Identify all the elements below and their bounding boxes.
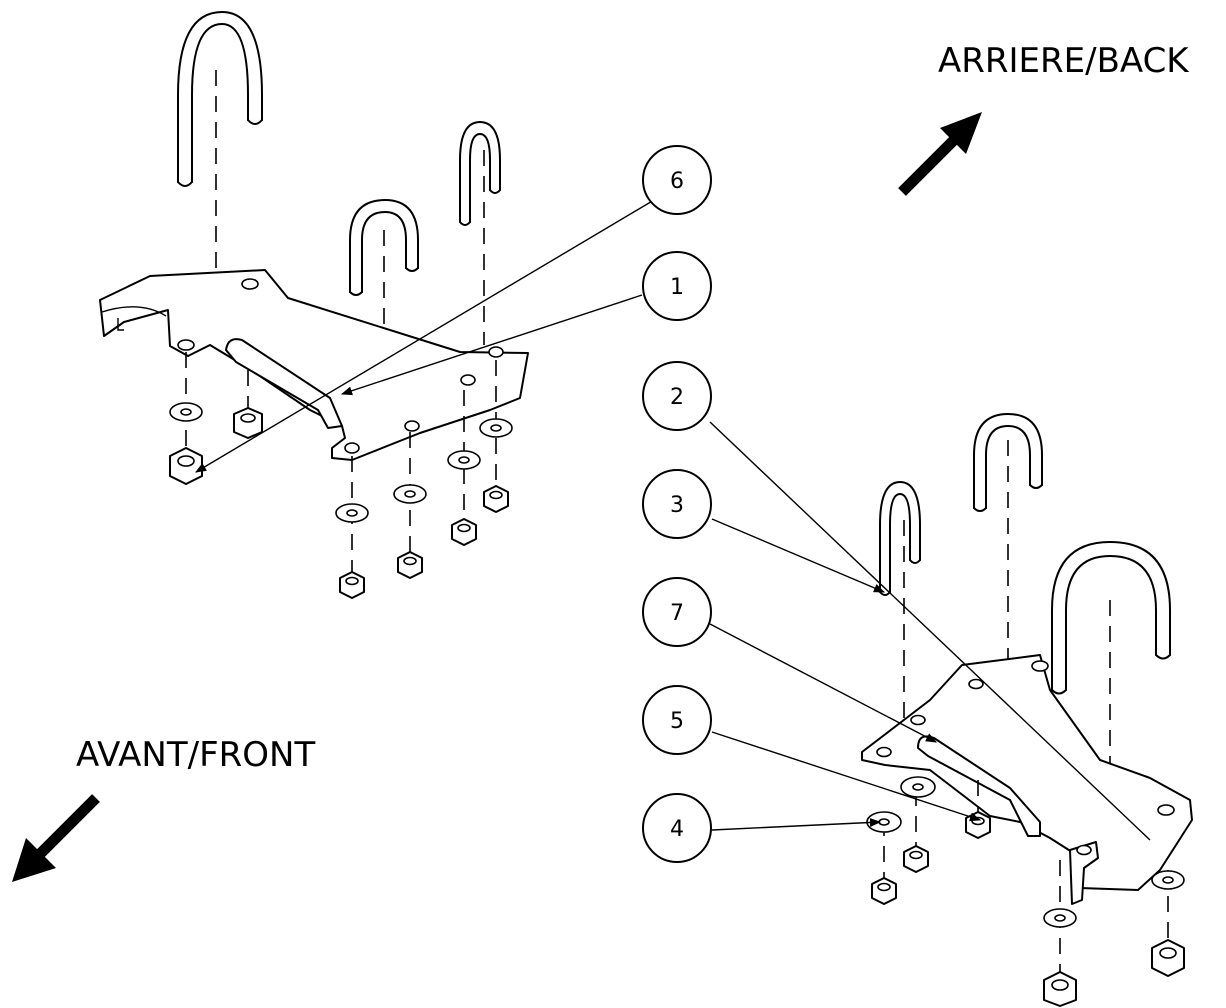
- washer: [447, 450, 481, 470]
- callout-5: 5: [642, 685, 712, 755]
- svg-text:2: 2: [670, 385, 684, 410]
- svg-text:3: 3: [670, 493, 684, 518]
- callout-6: 6: [642, 145, 712, 215]
- washer: [1043, 908, 1077, 928]
- front-arrow-icon: [12, 794, 100, 882]
- callout-2: 2: [642, 361, 712, 431]
- washer: [393, 484, 427, 504]
- u-bolt-large-left: [177, 11, 263, 187]
- callout-7: 7: [642, 577, 712, 647]
- svg-text:7: 7: [670, 601, 684, 626]
- mounting-plate-right: [861, 654, 1193, 905]
- hex-nut: [169, 447, 203, 485]
- svg-text:5: 5: [670, 709, 684, 734]
- hex-nut: [903, 845, 929, 873]
- washer: [169, 402, 203, 422]
- u-bolt-medium-left: [349, 199, 419, 296]
- washer: [900, 776, 936, 798]
- hex-nut: [1043, 971, 1077, 1007]
- hex-nut: [451, 518, 477, 546]
- hex-nut: [233, 407, 263, 439]
- mounting-plate-left: [99, 269, 529, 461]
- hex-nut: [1151, 939, 1185, 977]
- front-direction-label: AVANT/FRONT: [76, 735, 315, 775]
- svg-text:1: 1: [670, 275, 684, 300]
- svg-text:4: 4: [670, 817, 684, 842]
- u-bolt-large-right: [1051, 541, 1171, 695]
- back-arrow-icon: [898, 112, 982, 196]
- u-bolt-medium-right: [973, 413, 1043, 512]
- callout-1: 1: [642, 251, 712, 321]
- back-direction-label: ARRIERE/BACK: [938, 41, 1190, 81]
- hex-nut: [871, 877, 897, 905]
- left-assembly: [99, 11, 529, 599]
- svg-text:6: 6: [670, 169, 684, 194]
- u-bolt-small-left: [459, 121, 501, 226]
- washer: [335, 503, 369, 523]
- washer: [479, 418, 513, 438]
- hex-nut: [397, 551, 423, 579]
- callout-4: 4: [642, 793, 712, 863]
- callout-3: 3: [642, 469, 712, 539]
- hex-nut: [339, 571, 365, 599]
- washer: [1151, 870, 1185, 890]
- u-bolt-small-right: [879, 481, 921, 596]
- hex-nut: [483, 485, 509, 513]
- right-assembly: [861, 413, 1193, 1007]
